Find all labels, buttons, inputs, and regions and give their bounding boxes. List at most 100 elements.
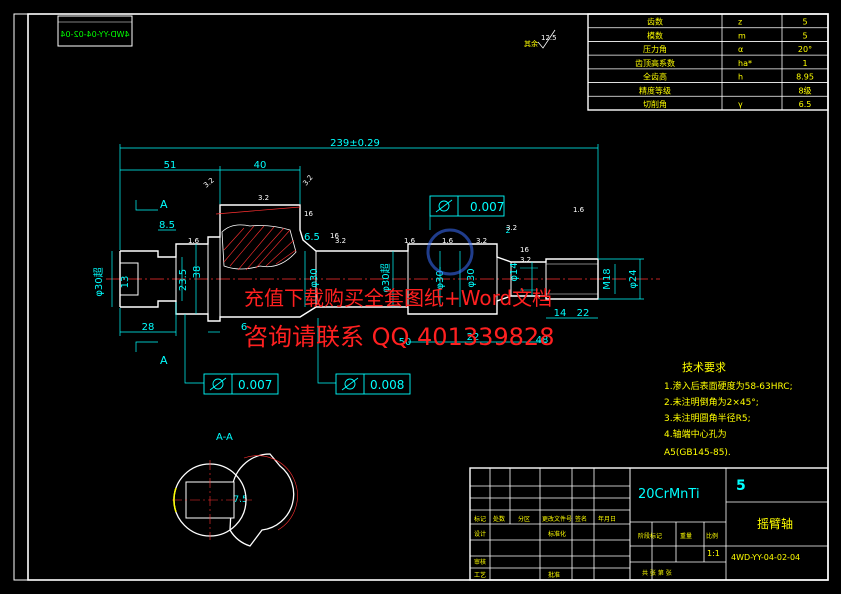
technical-requirements: 技术要求 1.渗入后表面硬度为58-63HRC; 2.未注明倒角为2×45°; … bbox=[664, 361, 793, 458]
gear-param-symbol: h bbox=[738, 73, 743, 82]
title-block-texts: 20CrMnTi 5 摇臂轴 4WD-YY-04-02-04 1:1 标记 处数… bbox=[474, 478, 800, 579]
dim-40: 40 bbox=[254, 160, 267, 171]
gear-param-value: 8.95 bbox=[796, 73, 814, 82]
tech-req-item-1: 1.渗入后表面硬度为58-63HRC; bbox=[664, 380, 793, 392]
shaft-view bbox=[106, 204, 660, 322]
roughness-value: 12.5 bbox=[541, 34, 557, 42]
dim-phi30-b: φ30超 bbox=[379, 263, 392, 292]
dim-overall: 239±0.29 bbox=[330, 138, 380, 149]
gear-param-symbol: γ bbox=[738, 100, 743, 109]
dim-m18: M18 bbox=[602, 268, 613, 289]
roughness-2: 3.2 bbox=[258, 194, 269, 202]
gear-param-name: 精度等级 bbox=[639, 85, 671, 95]
dim-13: 13 bbox=[120, 276, 131, 289]
dimension-texts: 239±0.29 51 40 8.5 6.5 28 6 50 22 48 14 … bbox=[92, 138, 639, 505]
tb-row-label-1: 处数 bbox=[493, 515, 505, 523]
dim-48: 48 bbox=[536, 335, 549, 346]
dim-28: 28 bbox=[142, 322, 155, 333]
dim-38: 38 bbox=[192, 266, 203, 279]
roughness-9: 3.2 bbox=[476, 237, 487, 245]
gear-param-symbol: α bbox=[738, 45, 743, 54]
drawing-no-text: 4WD-YY-04-02-04 bbox=[731, 553, 800, 562]
dim-51: 51 bbox=[164, 160, 177, 171]
shaft-outline-top bbox=[120, 204, 599, 279]
dim-50: 50 bbox=[399, 337, 412, 348]
material-text: 20CrMnTi bbox=[638, 487, 700, 502]
roughness-13: 16 bbox=[330, 232, 339, 240]
dimension-lines bbox=[111, 144, 644, 384]
tech-req-item-4: 4.轴端中心孔为 bbox=[664, 428, 727, 440]
gear-param-symbol: m bbox=[738, 31, 746, 40]
title-block bbox=[469, 467, 829, 581]
gear-section-outline bbox=[221, 224, 297, 270]
roughness-14: 3.2 bbox=[520, 256, 531, 264]
dim-14: 14 bbox=[554, 308, 567, 319]
roughness-4: 16 bbox=[304, 210, 313, 218]
tb-sheet-label: 共 张 第 张 bbox=[642, 569, 672, 577]
dim-22b: 22 bbox=[577, 308, 590, 319]
dim-phi30-d: φ30 bbox=[466, 268, 477, 287]
watermark-logo-icon bbox=[426, 228, 474, 276]
watermark-line1: 充值下载购买全套图纸+Word文档 bbox=[244, 286, 552, 310]
section-a-top: A bbox=[160, 198, 168, 211]
tb-row-label-0: 标记 bbox=[474, 515, 486, 523]
dim-8-5: 8.5 bbox=[159, 220, 175, 231]
gear-param-value: 20° bbox=[798, 45, 812, 54]
dim-23-5: 23.5 bbox=[178, 269, 189, 291]
tolerance-3-value: 0.008 bbox=[370, 378, 404, 392]
roughness-10: 3.2 bbox=[506, 224, 517, 232]
gear-param-symbol: ha* bbox=[738, 59, 752, 68]
dim-2: 2 bbox=[505, 226, 510, 235]
gear-param-value: 6.5 bbox=[799, 100, 812, 109]
dim-phi14: φ14 bbox=[509, 262, 520, 281]
tb-row-label-4: 签名 bbox=[575, 515, 587, 523]
roughness-general: 其余 12.5 bbox=[524, 29, 557, 49]
gear-param-value: 8级 bbox=[798, 85, 811, 95]
part-name-text: 摇臂轴 bbox=[757, 516, 793, 531]
tb-left-label-1: 审核 bbox=[474, 558, 486, 566]
gear-param-value: 1 bbox=[802, 59, 807, 68]
tb-row-label-5: 年月日 bbox=[598, 515, 616, 523]
tech-req-item-2: 2.未注明倒角为2×45°; bbox=[664, 396, 759, 408]
roughness-7: 1.6 bbox=[404, 237, 416, 245]
gear-param-name: 齿数 bbox=[647, 17, 663, 27]
roughness-prefix: 其余 bbox=[524, 39, 538, 48]
gear-param-symbol: z bbox=[738, 18, 742, 27]
scale-text: 1:1 bbox=[707, 549, 720, 558]
roughness-11: 16 bbox=[520, 246, 529, 254]
tb-weight-label: 重量 bbox=[680, 532, 692, 540]
tb-left-label-2: 工艺 bbox=[474, 571, 486, 579]
tb-left-label-0: 设计 bbox=[474, 530, 486, 538]
gear-param-name: 全齿高 bbox=[643, 72, 667, 82]
gear-param-name: 切削角 bbox=[643, 99, 667, 109]
section-a-bottom: A bbox=[160, 354, 168, 367]
watermark-line2: 咨询请联系 QQ 401339828 bbox=[244, 323, 554, 351]
tb-scale-label: 比例 bbox=[706, 532, 718, 540]
dim-phi30-a: φ30 bbox=[309, 268, 320, 287]
dim-phi30-c: φ30- bbox=[435, 266, 446, 289]
tech-req-item-5: A5(GB145-85). bbox=[664, 448, 731, 458]
dim-6-5: 6.5 bbox=[304, 232, 320, 243]
tech-req-item-3: 3.未注明圆角半径R5; bbox=[664, 412, 751, 424]
inner-frame bbox=[27, 13, 829, 581]
mirrored-code-text: 4WD-YY-04-02-04 bbox=[60, 30, 129, 39]
watermark: 充值下载购买全套图纸+Word文档 咨询请联系 QQ 401339828 bbox=[244, 228, 554, 351]
roughness-8: 1.6 bbox=[442, 237, 454, 245]
tb-approve-label: 批准 bbox=[548, 571, 560, 579]
tb-row-label-2: 分区 bbox=[518, 515, 530, 523]
roughness-6: 3.2 bbox=[335, 237, 346, 245]
tolerance-2-value: 0.007 bbox=[238, 378, 272, 392]
gear-param-value: 5 bbox=[802, 18, 807, 27]
gear-section-hatch bbox=[223, 225, 297, 271]
tech-req-title: 技术要求 bbox=[682, 361, 726, 374]
gear-param-name: 齿顶高系数 bbox=[635, 58, 675, 68]
roughness-12: 1.6 bbox=[573, 206, 585, 214]
dim-phi24: φ24 bbox=[628, 269, 639, 288]
tolerance-frames bbox=[203, 195, 505, 395]
dim-22a: 22 bbox=[467, 332, 480, 343]
tb-stage-label: 阶段标记 bbox=[638, 532, 662, 540]
roughness-5: 1.6 bbox=[188, 237, 200, 245]
